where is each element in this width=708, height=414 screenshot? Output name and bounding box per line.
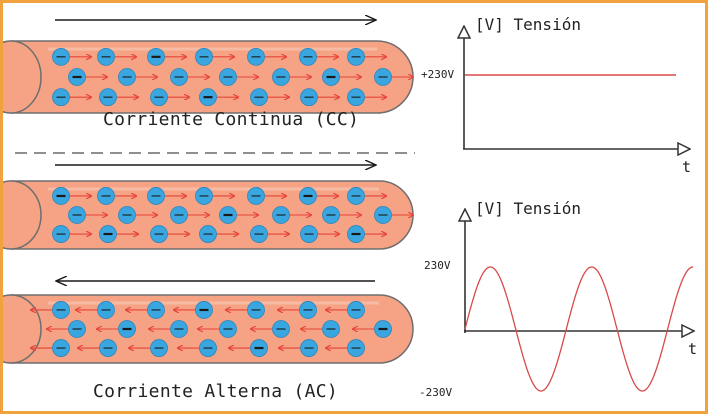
dc-axis-title: [V] Tensión xyxy=(475,15,581,34)
ac-voltage-chart xyxy=(464,210,694,392)
wire-cut-end xyxy=(3,40,42,114)
dc-x-axis-label: t xyxy=(682,158,692,176)
dc-wire xyxy=(3,40,413,114)
ac-x-axis-label: t xyxy=(688,340,698,358)
ac-y-tick-top-label: 230V xyxy=(424,259,451,272)
dc-y-tick-label: +230V xyxy=(421,68,455,81)
ac-y-tick-bottom-label: -230V xyxy=(419,386,453,399)
wire-cut-end xyxy=(3,180,42,250)
dc-voltage-chart xyxy=(463,27,689,149)
ac-wire-reverse xyxy=(3,294,414,364)
ac-voltage-sine xyxy=(464,266,694,392)
dc-caption: Corriente Continua (CC) xyxy=(103,109,360,130)
ac-caption: Corriente Alterna (AC) xyxy=(93,381,339,402)
ac-wire-forward xyxy=(3,180,413,250)
ac-axis-title: [V] Tensión xyxy=(475,199,581,218)
diagram-art xyxy=(3,3,708,392)
